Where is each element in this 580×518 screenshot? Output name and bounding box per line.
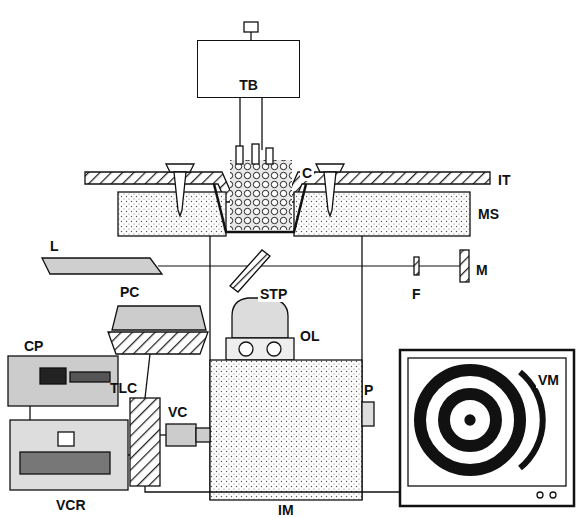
part-label: CP [22,338,45,354]
microscope-stage [294,192,470,236]
port [362,402,374,426]
inverted-microscope [210,360,362,500]
part-label: L [48,238,61,254]
part-label: MS [476,206,501,222]
objective-lens [232,298,288,338]
laser [42,258,162,274]
part-label: VC [166,404,189,420]
part-label: OL [298,328,321,344]
part-label: IM [276,502,296,518]
laptop [112,306,206,330]
video-recorder [10,420,128,490]
part-label: PC [118,284,141,300]
control-panel [8,356,118,406]
box-label: TB [235,77,262,97]
part-label: C [300,165,314,181]
part-label: IT [496,172,512,188]
part-label: M [474,262,490,278]
video-monitor [400,350,574,506]
part-label: STP [258,286,289,302]
filter [414,257,419,275]
part-label: VCR [54,497,88,513]
part-label: VM [536,372,561,388]
microscope-stage [118,192,226,236]
screw [166,164,194,216]
time-lapse-controller [130,398,160,486]
screw [316,164,344,216]
cell-culture [230,160,292,230]
part-label: F [410,286,423,302]
objective-mount [226,338,294,360]
part-label: TLC [108,380,139,396]
rod [261,98,262,150]
apparatus-box: TB [197,40,300,98]
part-label: P [362,382,375,398]
knob [244,22,258,32]
rod [239,98,240,150]
video-camera [166,424,196,446]
mirror [460,250,469,282]
